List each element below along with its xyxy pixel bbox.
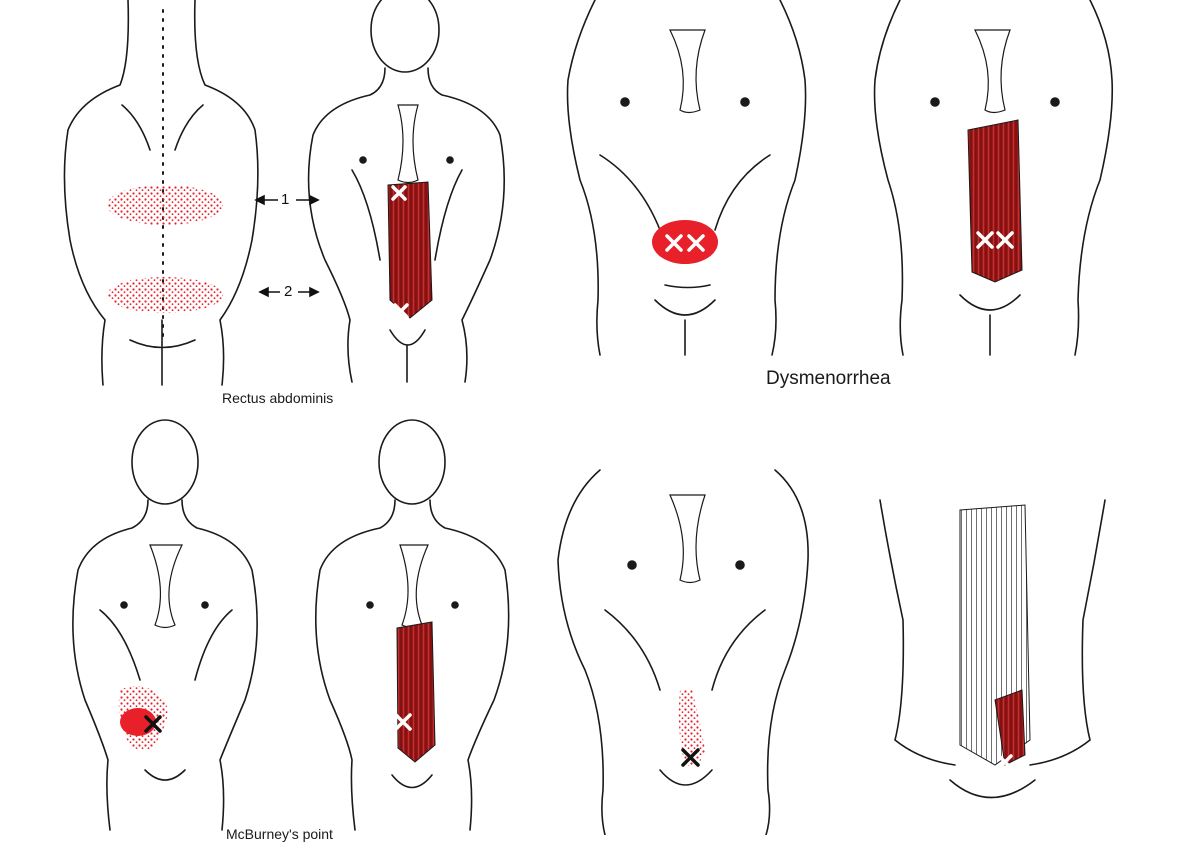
trigger-points (144, 185, 1014, 770)
referral-zones (107, 185, 718, 766)
referral-arrows (254, 194, 320, 298)
caption-dysmenorrhea: Dysmenorrhea (766, 368, 891, 389)
caption-rectus-abdominis: Rectus abdominis (222, 390, 334, 406)
caption-bottom-cut: McBurney's point (226, 826, 333, 842)
rectus-muscle-bottom-mid (396, 621, 436, 763)
front-male-figure-top (307, 0, 506, 383)
front-male-figure-bottom-mid (314, 419, 510, 831)
rectus-muscles (387, 119, 1031, 766)
referral-zone-dysmenorrhea (652, 220, 718, 264)
pyramidalis-muscle (994, 689, 1026, 766)
referral-zone-back-lower (107, 277, 223, 313)
front-torso-right (873, 0, 1114, 356)
front-torso-bottom-left (557, 469, 809, 836)
arrow-label-2: 2 (284, 283, 293, 300)
rectus-muscle-top-mid (387, 181, 433, 319)
front-male-figure-bottom-left (72, 419, 258, 831)
front-torso-left (566, 0, 807, 356)
referral-zone-back-upper (107, 185, 223, 225)
abdominal-muscle-drawing (879, 499, 1106, 799)
rectus-muscle-top-right (967, 119, 1023, 283)
back-view-figure (63, 0, 259, 386)
referral-zone-bottom-torso (678, 690, 705, 766)
arrow-label-1: 1 (281, 191, 290, 208)
